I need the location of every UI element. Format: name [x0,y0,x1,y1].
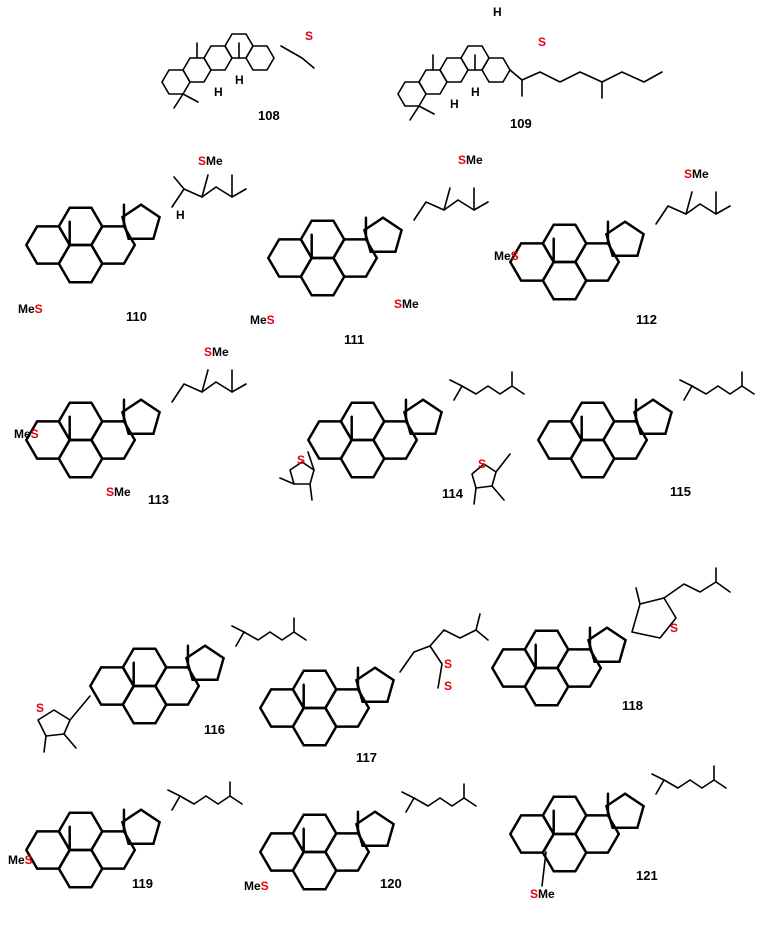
compound-118: S 118 [492,567,731,713]
compound-117: S S 117 [260,613,489,765]
compound-109: S H H H 109 [397,5,663,131]
compound-label: 112 [636,312,657,327]
smethyl-label: SMe [394,297,419,311]
compound-115: S 115 [471,371,755,505]
sulfur-atom: S [444,657,452,671]
compound-116: S 116 [36,617,307,753]
compound-label: 111 [344,332,364,347]
sulfur-atom: S [538,35,546,49]
compound-label: 113 [148,492,169,507]
compound-121: SMe 121 [510,765,727,901]
compound-111: SMe MeS SMe 111 [250,153,489,347]
smethyl-label: MeS [494,249,519,263]
sulfur-atom: S [670,621,678,635]
sulfur-atom: S [478,457,486,471]
hydrogen-label: H [235,73,244,87]
compound-108: S H H 108 [161,29,315,123]
compound-119: MeS 119 [8,781,243,891]
hydrogen-label: H [471,85,480,99]
smethyl-label: SMe [204,345,229,359]
compound-113: SMe MeS SMe 113 [14,345,247,507]
smethyl-label: SMe [684,167,709,181]
smethyl-label: SMe [198,154,223,168]
compound-label: 121 [636,868,658,883]
compound-label: 116 [204,722,225,737]
sulfur-atom: S [305,29,313,43]
hydrogen-label: H [214,85,223,99]
smethyl-label: MeS [244,879,269,893]
compound-label: 117 [356,750,377,765]
sulfur-atom: S [36,701,44,715]
compound-114: S 114 [279,371,525,501]
compound-label: 115 [670,484,691,499]
smethyl-label: MeS [250,313,275,327]
hydrogen-label: H [176,208,185,222]
sulfur-atom: S [444,679,452,693]
compound-120: MeS 120 [244,783,477,893]
compound-label: 108 [258,108,280,123]
compound-label: 119 [132,876,153,891]
compound-label: 114 [442,486,464,501]
compound-112: SMe MeS 112 [494,167,731,327]
smethyl-label: MeS [14,427,39,441]
compound-label: 109 [510,116,532,131]
compound-110: SMe MeS H 110 [18,154,247,324]
smethyl-label: MeS [18,302,43,316]
compound-label: 110 [126,309,147,324]
hydrogen-label: H [493,5,502,19]
sulfur-atom: S [297,453,305,467]
hydrogen-label: H [450,97,459,111]
compound-label: 118 [622,698,643,713]
smethyl-label: SMe [106,485,131,499]
smethyl-label: SMe [458,153,483,167]
smethyl-label: SMe [530,887,555,901]
compound-label: 120 [380,876,402,891]
smethyl-label: MeS [8,853,33,867]
